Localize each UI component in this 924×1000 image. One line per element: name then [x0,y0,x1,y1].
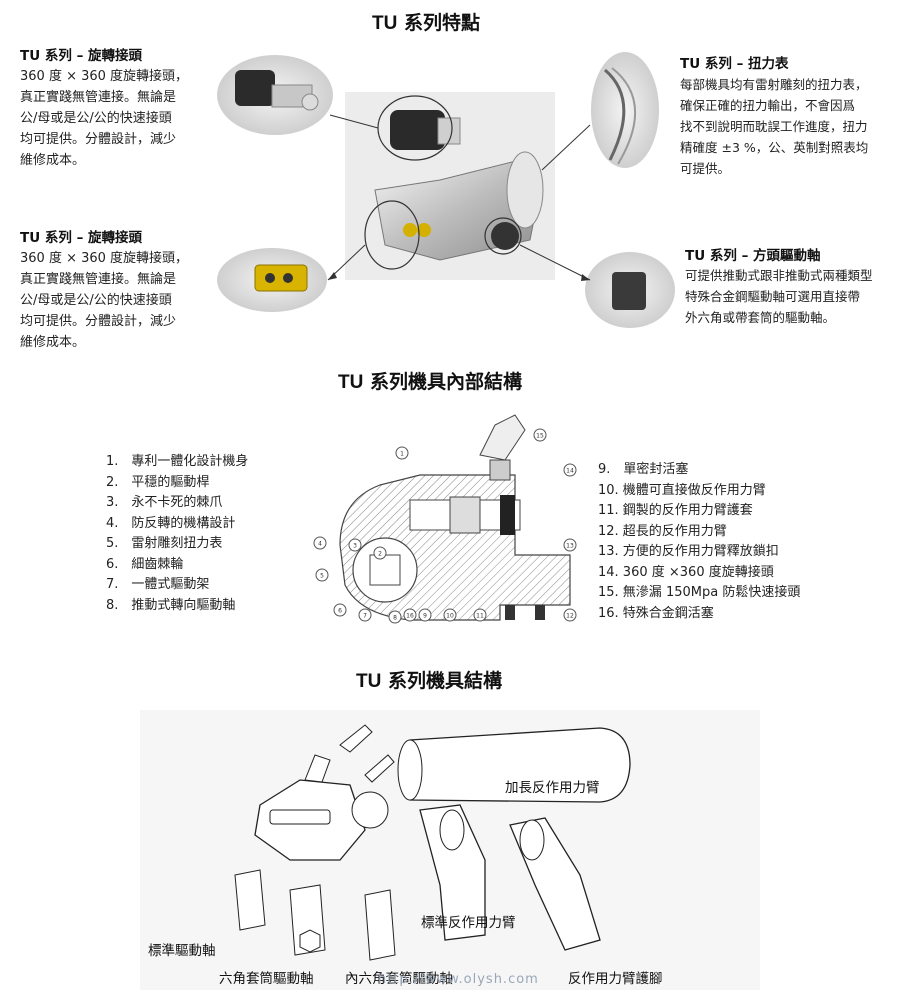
list-item: 12. 超長的反作用力臂 [598,523,727,539]
callout-number: 10 [446,613,454,620]
feature-torque-gauge: TU 系列 – 扭力表 每部機具均有雷射雕刻的扭力表， 確保正確的扭力輸出，不會… [680,52,868,179]
feature-title: TU 系列 – 方頭驅動軸 [685,248,821,264]
callout-number: 7 [363,613,367,620]
feature-body: 360 度 × 360 度旋轉接頭， 真正實踐無管連接。無論是 公/母或是公/公… [20,69,189,168]
label-standard-drive: 標準驅動軸 [148,943,216,959]
feature-body: 360 度 × 360 度旋轉接頭， 真正實踐無管連接。無論是 公/母或是公/公… [20,251,189,350]
callout-number: 16 [406,613,414,620]
feature-title: TU 系列 – 旋轉接頭 [20,230,143,246]
list-item: 15. 無滲漏 150Mpa 防鬆快速接頭 [598,585,801,600]
label-inner-hex-drive: 內六角套筒驅動軸 [345,971,453,987]
list-item: 16. 特殊合金鋼活塞 [598,605,714,621]
list-item: 7. 一體式驅動架 [106,577,210,592]
callout-number: 11 [476,613,484,620]
list-item: 1. 專利一體化設計機身 [106,454,249,469]
callout-number: 2 [378,551,382,558]
callout-number: 1 [400,451,404,458]
exploded-view-illustration [140,710,760,990]
callout-number: 13 [566,543,574,550]
section-title-features: TU 系列特點 [372,12,480,34]
callout-number: 9 [423,613,427,620]
callout-number: 8 [393,615,397,622]
feature-photo-illustration [217,52,675,328]
feature-body: 可提供推動式跟非推動式兩種類型 特殊合金鋼驅動軸可選用直接帶 外六角或帶套筒的驅… [685,268,873,325]
callout-circle [563,463,577,477]
label-extended-arm: 加長反作用力臂 [505,780,600,796]
list-item: 8. 推動式轉向驅動軸 [106,597,236,613]
watermark-url: http://www.olysh.com [378,972,539,987]
label-standard-arm: 標準反作用力臂 [421,915,516,931]
callout-circle [418,608,432,622]
callout-circle [315,568,329,582]
standard-arm [419,804,486,941]
label-arm-foot: 反作用力臂護腳 [568,971,663,987]
feature-title: TU 系列 – 扭力表 [680,56,789,72]
callout-circle [348,538,362,552]
feature-body: 每部機具均有雷射雕刻的扭力表， 確保正確的扭力輸出，不會因爲 找不到說明而耽誤工… [680,77,869,176]
list-item: 9. 單密封活塞 [598,462,689,477]
list-item: 6. 細齒棘輪 [106,556,184,572]
callout-number: 6 [338,608,342,615]
callout-number: 15 [536,433,544,440]
parts-list-right: 9. 單密封活塞 10. 機體可直接做反作用力臂 11. 鋼製的反作用力臂護套 … [598,460,800,624]
callout-number: 5 [320,573,324,580]
callout-number: 4 [318,541,322,548]
label-hex-socket-drive: 六角套筒驅動軸 [219,971,314,987]
callout-number: 12 [566,613,574,620]
parts-list-left: 1. 專利一體化設計機身 2. 平穩的驅動桿 3. 永不卡死的棘爪 4. 防反轉… [106,452,248,616]
feature-title: TU 系列 – 旋轉接頭 [20,48,143,64]
list-item: 13. 方便的反作用力臂釋放鎖扣 [598,544,779,559]
feature-swivel-top: TU 系列 – 旋轉接頭 360 度 × 360 度旋轉接頭， 真正實踐無管連接… [20,44,188,171]
section-title-tool-structure: TU 系列機具結構 [356,670,502,692]
standard-drive-part [234,869,266,931]
section-title-internal-structure: TU 系列機具內部結構 [338,371,522,393]
feature-square-drive: TU 系列 – 方頭驅動軸 可提供推動式跟非推動式兩種類型 特殊合金鋼驅動軸可選… [685,244,873,328]
list-item: 10. 機體可直接做反作用力臂 [598,482,766,498]
list-item: 11. 鋼製的反作用力臂護套 [598,503,753,518]
list-item: 4. 防反轉的機構設計 [106,515,236,531]
callout-circle [373,546,387,560]
feature-swivel-bottom: TU 系列 – 旋轉接頭 360 度 × 360 度旋轉接頭， 真正實踐無管連接… [20,226,188,353]
callout-circle [395,446,409,460]
callout-circle [533,428,547,442]
callout-circle [473,608,487,622]
callout-number: 3 [353,543,357,550]
list-item: 14. 360 度 ×360 度旋轉接頭 [598,564,774,580]
callout-circle [443,608,457,622]
list-item: 5. 雷射雕刻扭力表 [106,536,223,551]
callout-circle [563,608,577,622]
list-item: 3. 永不卡死的棘爪 [106,495,223,510]
callout-circle [333,603,347,617]
callout-circle [403,608,417,622]
callout-circle [313,536,327,550]
callout-number: 14 [566,468,574,475]
callout-circle [358,608,372,622]
callout-circle [563,538,577,552]
inner-hex-drive-part [364,889,396,961]
callout-circle [388,610,402,624]
list-item: 2. 平穩的驅動桿 [106,474,210,490]
